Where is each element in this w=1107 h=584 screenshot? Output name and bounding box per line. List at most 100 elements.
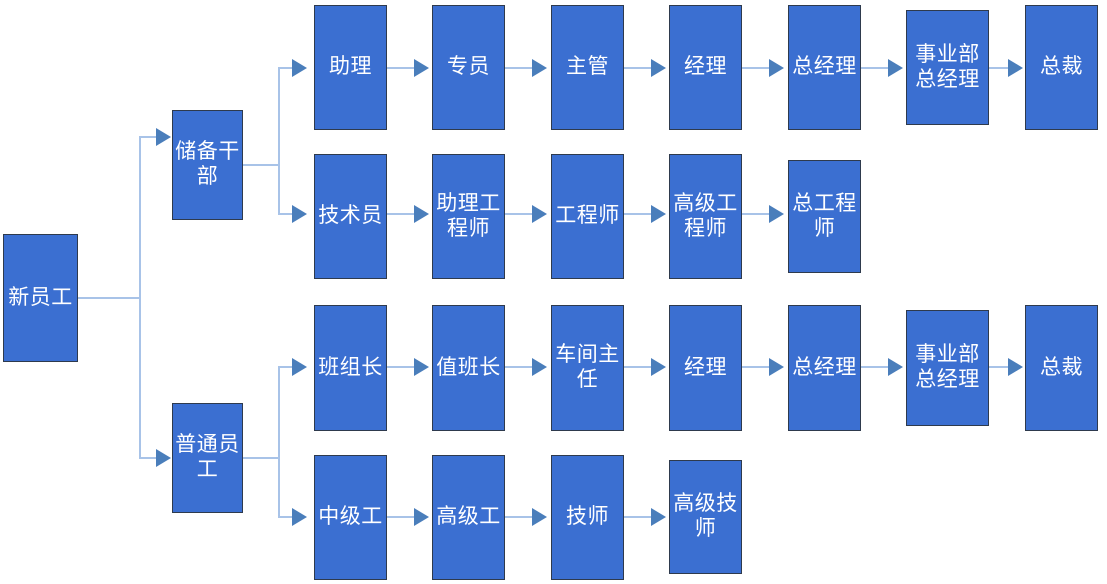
arrowhead-to-branch-2	[156, 449, 171, 467]
node-track0-step1[interactable]: 专员	[432, 5, 505, 130]
connector-r1-5	[861, 67, 892, 69]
connector-to-branch-1	[139, 136, 166, 138]
node-label: 高级工程师	[673, 191, 738, 240]
node-root-new-employee[interactable]: 新员工	[3, 234, 78, 362]
connector-r4-2	[505, 516, 536, 518]
connector-branch2-out	[243, 457, 279, 459]
node-label: 事业部总经理	[915, 343, 980, 391]
arrowhead-r2-2	[532, 205, 547, 223]
node-track3-step2[interactable]: 技师	[551, 455, 624, 580]
node-label: 技师	[566, 505, 609, 529]
arrowhead-r3-1	[414, 358, 429, 376]
arrowhead-r3-2	[532, 358, 547, 376]
node-track2-step2[interactable]: 车间主任	[551, 305, 624, 431]
arrowhead-r1-2	[532, 59, 547, 77]
node-track3-step3[interactable]: 高级技师	[669, 460, 742, 574]
connector-r3-6	[989, 366, 1010, 368]
node-label: 总裁	[1040, 355, 1083, 379]
arrowhead-row4-start	[292, 508, 307, 526]
arrowhead-r4-1	[414, 508, 429, 526]
node-track0-step5[interactable]: 事业部总经理	[906, 10, 989, 125]
node-track1-step2[interactable]: 工程师	[551, 154, 624, 279]
arrowhead-r1-4	[769, 59, 784, 77]
node-branch-reserve-cadre[interactable]: 储备干部	[172, 110, 243, 220]
connector-r2-4	[742, 213, 773, 215]
node-label: 经理	[684, 355, 727, 379]
connector-r3-5	[861, 366, 892, 368]
node-track2-step0[interactable]: 班组长	[314, 305, 387, 431]
connector-r2-1	[387, 213, 418, 215]
node-label: 总裁	[1040, 55, 1083, 79]
node-label: 总经理	[792, 355, 857, 379]
arrowhead-r1-5	[888, 59, 903, 77]
node-track0-step3[interactable]: 经理	[669, 5, 742, 130]
connector-r1-2	[505, 67, 536, 69]
connector-branch2-to-row4	[278, 516, 304, 518]
connector-r2-3	[624, 213, 655, 215]
node-label: 普通员工	[175, 433, 240, 481]
arrowhead-row3-start	[292, 358, 307, 376]
arrowhead-r4-3	[651, 508, 666, 526]
arrowhead-r1-1	[414, 59, 429, 77]
arrowhead-to-branch-1	[156, 128, 171, 146]
arrowhead-r3-3	[651, 358, 666, 376]
node-label: 助理工程师	[436, 191, 501, 240]
connector-branch1-to-row1	[278, 67, 304, 69]
node-track3-step0[interactable]: 中级工	[314, 455, 387, 580]
connector-r3-4	[742, 366, 773, 368]
arrowhead-r3-5	[888, 358, 903, 376]
node-label: 总工程师	[792, 191, 857, 240]
connector-branch1-out	[243, 164, 279, 166]
connector-r3-3	[624, 366, 655, 368]
connector-r1-3	[624, 67, 655, 69]
connector-r3-1	[387, 366, 418, 368]
arrowhead-row2-start	[292, 205, 307, 223]
connector-branch2-to-row3	[278, 366, 304, 368]
node-label: 中级工	[318, 505, 383, 529]
node-label: 事业部总经理	[915, 42, 980, 91]
connector-r2-2	[505, 213, 536, 215]
arrowhead-r1-3	[651, 59, 666, 77]
node-track1-step3[interactable]: 高级工程师	[669, 154, 742, 279]
node-track2-step3[interactable]: 经理	[669, 305, 742, 431]
node-branch-general-staff[interactable]: 普通员工	[172, 403, 243, 513]
node-track1-step0[interactable]: 技术员	[314, 154, 387, 279]
node-label: 高级工	[436, 505, 501, 529]
node-track2-step5[interactable]: 事业部总经理	[906, 310, 989, 426]
connector-r1-4	[742, 67, 773, 69]
node-label: 专员	[447, 55, 490, 79]
node-track3-step1[interactable]: 高级工	[432, 455, 505, 580]
node-label: 值班长	[436, 355, 501, 379]
arrowhead-r4-2	[532, 508, 547, 526]
node-label: 工程师	[555, 204, 620, 228]
node-track0-step2[interactable]: 主管	[551, 5, 624, 130]
node-track0-step6[interactable]: 总裁	[1025, 5, 1098, 130]
connector-r1-6	[989, 67, 1010, 69]
arrowhead-r2-3	[651, 205, 666, 223]
node-label: 储备干部	[175, 140, 240, 188]
node-label: 车间主任	[555, 343, 620, 391]
arrowhead-r3-4	[769, 358, 784, 376]
node-label: 新员工	[8, 285, 73, 309]
node-track0-step0[interactable]: 助理	[314, 5, 387, 130]
node-track2-step1[interactable]: 值班长	[432, 305, 505, 431]
connector-root-out	[78, 297, 140, 299]
connector-r3-2	[505, 366, 536, 368]
connector-r4-3	[624, 516, 655, 518]
connector-branch2-bus	[278, 366, 280, 518]
node-label: 经理	[684, 55, 727, 79]
node-track1-step1[interactable]: 助理工程师	[432, 154, 505, 279]
arrowhead-r1-6	[1008, 59, 1023, 77]
node-track0-step4[interactable]: 总经理	[788, 5, 861, 130]
node-track2-step6[interactable]: 总裁	[1025, 305, 1098, 431]
node-label: 总经理	[792, 55, 857, 79]
arrowhead-r2-1	[414, 205, 429, 223]
node-label: 技术员	[318, 204, 383, 228]
connector-r1-1	[387, 67, 418, 69]
node-track2-step4[interactable]: 总经理	[788, 305, 861, 431]
node-track1-step4[interactable]: 总工程师	[788, 160, 861, 273]
connector-branch1-to-row2	[278, 213, 304, 215]
node-label: 高级技师	[673, 492, 738, 540]
connector-branch1-bus	[278, 67, 280, 215]
arrowhead-r3-6	[1008, 358, 1023, 376]
